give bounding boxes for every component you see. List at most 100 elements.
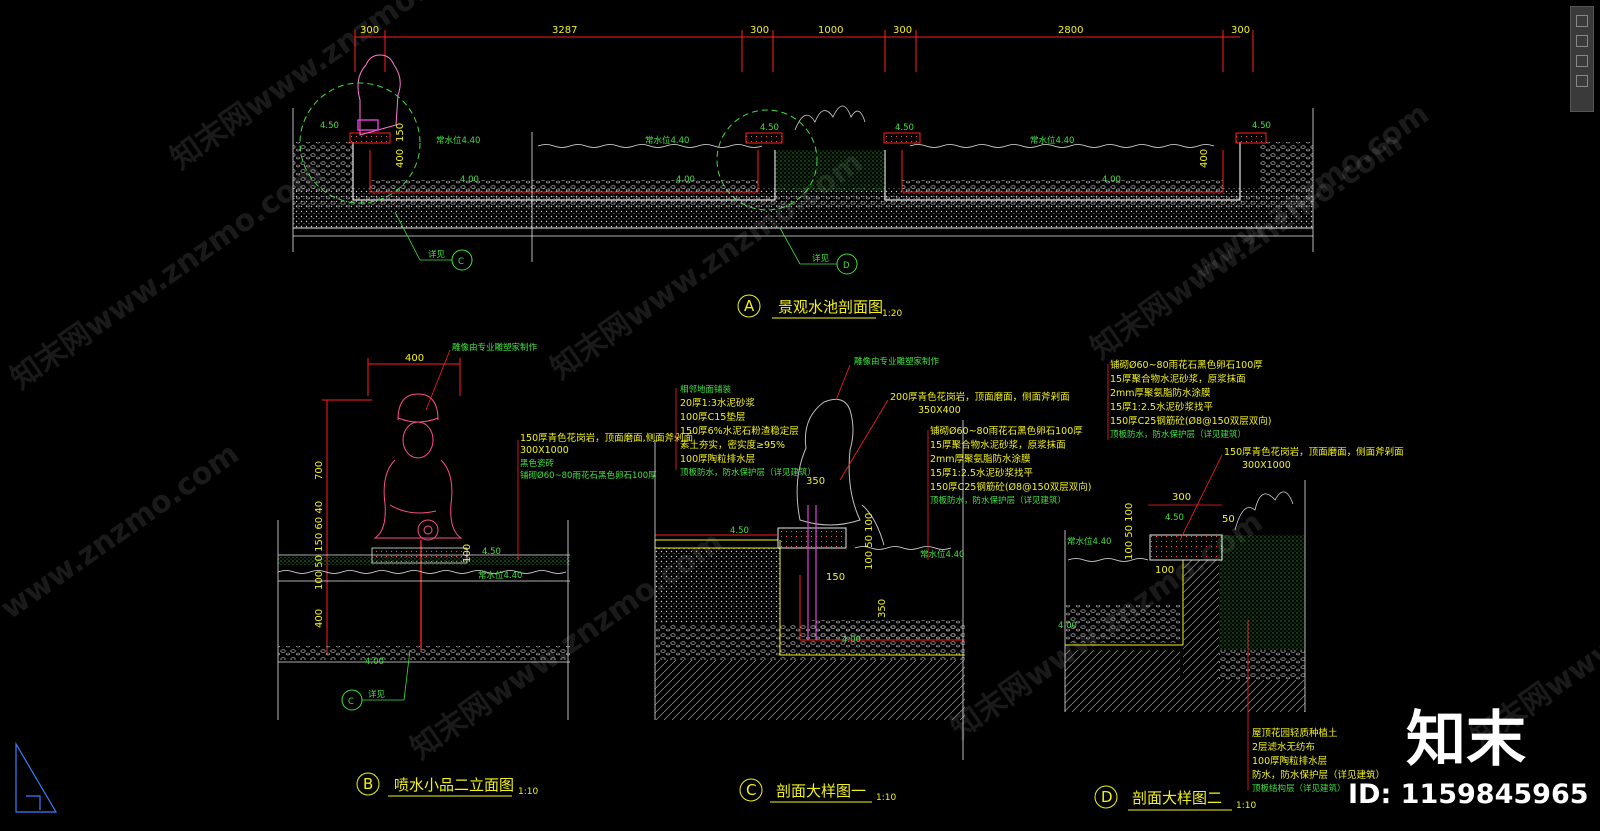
bottom-notes: 屋顶花园轻质种植土 2层滤水无纺布 100厚陶粒排水层 防水，防水保护层（详见建… <box>1252 727 1385 794</box>
level-label: 4.50 <box>1165 513 1184 523</box>
layer-note: 15厚1:2.5水泥砂浆找平 <box>1110 401 1213 413</box>
bottom-level: 4.00 <box>676 175 695 185</box>
section-letter: A <box>744 297 755 315</box>
water-level: 常水位4.40 <box>920 549 964 560</box>
dim-label: 300 <box>1172 492 1191 503</box>
layer-note: 150厚C25钢筋砼(Ø8@150双层双向) <box>930 481 1091 493</box>
section-title: 剖面大样图二 <box>1132 789 1222 807</box>
level-label: 4.50 <box>320 121 339 131</box>
bottom-level: 4.00 <box>1058 621 1077 631</box>
ref-label: 详见 <box>428 249 446 260</box>
layer-note: 防水，防水保护层（详见建筑） <box>1252 769 1385 781</box>
dim-label: 150 <box>395 123 406 142</box>
layer-note: 顶板防水，防水保护层（详见建筑） <box>930 495 1066 506</box>
ref-label: 详见 <box>812 253 830 264</box>
section-title: 剖面大样图一 <box>776 782 866 800</box>
section-letter: C <box>746 781 756 799</box>
water-level: 常水位4.40 <box>645 135 689 146</box>
layer-note: 15厚聚合物水泥砂浆，原浆抹面 <box>930 439 1066 451</box>
layer-note: 100厚陶粒排水层 <box>680 453 755 465</box>
nav-icon[interactable] <box>1576 75 1588 87</box>
layer-note: 铺砌Ø60~80雨花石黑色卵石100厚 <box>1110 359 1263 371</box>
ref-letter: C <box>458 257 464 267</box>
bottom-level: 4.00 <box>1102 175 1121 185</box>
layer-note: 顶板防水，防水保护层（详见建筑） <box>1110 429 1246 440</box>
dim-label: 700 <box>314 461 325 480</box>
viewcube-scrollbar[interactable] <box>1570 6 1594 112</box>
watermark: 知末网www.znzmo.com <box>5 155 330 397</box>
layer-note: 20厚1:3水泥砂浆 <box>680 397 755 409</box>
section-scale: 1:10 <box>1236 801 1256 811</box>
bottom-level: 4.00 <box>460 175 479 185</box>
layer-note: 150厚青色花岗岩，顶面磨面,侧面斧剁面 <box>520 432 693 444</box>
top-dimensions <box>354 30 1254 72</box>
section-scale: 1:20 <box>882 309 902 319</box>
section-scale: 1:10 <box>518 787 538 797</box>
brand-name: 知末 <box>1406 705 1526 775</box>
layer-note: 15厚1:2.5水泥砂浆找平 <box>930 467 1033 479</box>
statue-figure <box>373 393 463 541</box>
dim-label: 300 <box>893 25 912 36</box>
dim-label: 400 <box>405 353 424 364</box>
layer-note: 300X1000 <box>520 445 569 456</box>
section-letter: D <box>1101 788 1113 806</box>
right-bank <box>1260 142 1313 192</box>
level-label: 4.50 <box>760 123 779 133</box>
layer-note: 顶板结构层（详见建筑） <box>1252 783 1346 794</box>
dim-label: 300 <box>360 25 379 36</box>
section-letter: B <box>363 775 373 793</box>
dim-label: 300 <box>750 25 769 36</box>
level-label: 4.50 <box>895 123 914 133</box>
layer-note: 15厚聚合物水泥砂浆，原浆抹面 <box>1110 373 1246 385</box>
water-level: 常水位4.40 <box>1067 536 1111 547</box>
ucs-icon <box>15 741 58 813</box>
water-level: 常水位4.40 <box>436 135 480 146</box>
dim-label: 350 <box>877 599 888 618</box>
dim-label: 150 <box>826 572 845 583</box>
nav-icon[interactable] <box>1576 35 1588 47</box>
ref-letter: C <box>348 697 354 707</box>
section-title: 景观水池剖面图 <box>778 298 883 316</box>
dim-label: 1000 <box>818 25 843 36</box>
section-c: 相邻地面铺装 20厚1:3水泥砂浆 100厚C15垫层 150厚6%水泥石粉渣稳… <box>654 356 1091 803</box>
dim-label: 100 <box>1155 565 1174 576</box>
watermark: www.znzmo.com <box>0 436 245 626</box>
layer-note: 黑色瓷砖 <box>520 458 555 469</box>
bottom-level: 4.00 <box>842 635 861 645</box>
level-label: 4.50 <box>482 547 501 557</box>
dim-label: 400 <box>395 149 406 168</box>
ref-letter: D <box>843 261 850 271</box>
left-bank <box>293 142 353 192</box>
water-level: 常水位4.40 <box>478 570 522 581</box>
nav-icon[interactable] <box>1576 15 1588 27</box>
statue-note: 雕像由专业雕塑家制作 <box>452 342 538 353</box>
dim-label: 350 <box>806 476 825 487</box>
brand-logo: 知末 ID: 1159845965 <box>1348 705 1589 810</box>
layer-note: 350X400 <box>918 405 961 416</box>
section-scale: 1:10 <box>876 793 896 803</box>
layer-note: 屋顶花园轻质种植土 <box>1252 727 1338 739</box>
nav-icon[interactable] <box>1576 55 1588 67</box>
level-label: 4.50 <box>730 526 749 536</box>
water-level: 常水位4.40 <box>1030 135 1074 146</box>
section-b: 400 700 400 100 50 150 60 40 100 4.50 常水… <box>277 342 693 797</box>
layer-note: 顶板防水，防水保护层（详见建筑） <box>680 467 816 478</box>
layer-note: 铺砌Ø60~80雨花石黑色卵石100厚 <box>930 425 1083 437</box>
dim-label: 50 <box>1222 514 1235 525</box>
dim-label: 100 50 150 60 40 <box>314 501 325 590</box>
planter-soil <box>775 150 885 192</box>
detail-circle <box>716 109 818 211</box>
dim-label: 100 50 100 <box>1124 503 1135 560</box>
layer-note: 2mm厚聚氨脂防水涂膜 <box>1110 387 1211 399</box>
level-label: 4.50 <box>1252 121 1271 131</box>
statue-note: 雕像由专业雕塑家制作 <box>854 356 940 367</box>
layer-note: 2mm厚聚氨脂防水涂膜 <box>930 453 1031 465</box>
dim-label: 100 <box>462 544 473 563</box>
dim-label: 100 50 100 <box>864 513 875 570</box>
top-notes: 铺砌Ø60~80雨花石黑色卵石100厚 15厚聚合物水泥砂浆，原浆抹面 2mm厚… <box>1110 359 1271 440</box>
layer-note: 300X1000 <box>1242 460 1291 471</box>
dim-label: 300 <box>1231 25 1250 36</box>
right-notes: 铺砌Ø60~80雨花石黑色卵石100厚 15厚聚合物水泥砂浆，原浆抹面 2mm厚… <box>930 425 1091 506</box>
layer-note: 150厚青色花岗岩，顶面磨面，侧面斧剁面 <box>1224 446 1404 458</box>
